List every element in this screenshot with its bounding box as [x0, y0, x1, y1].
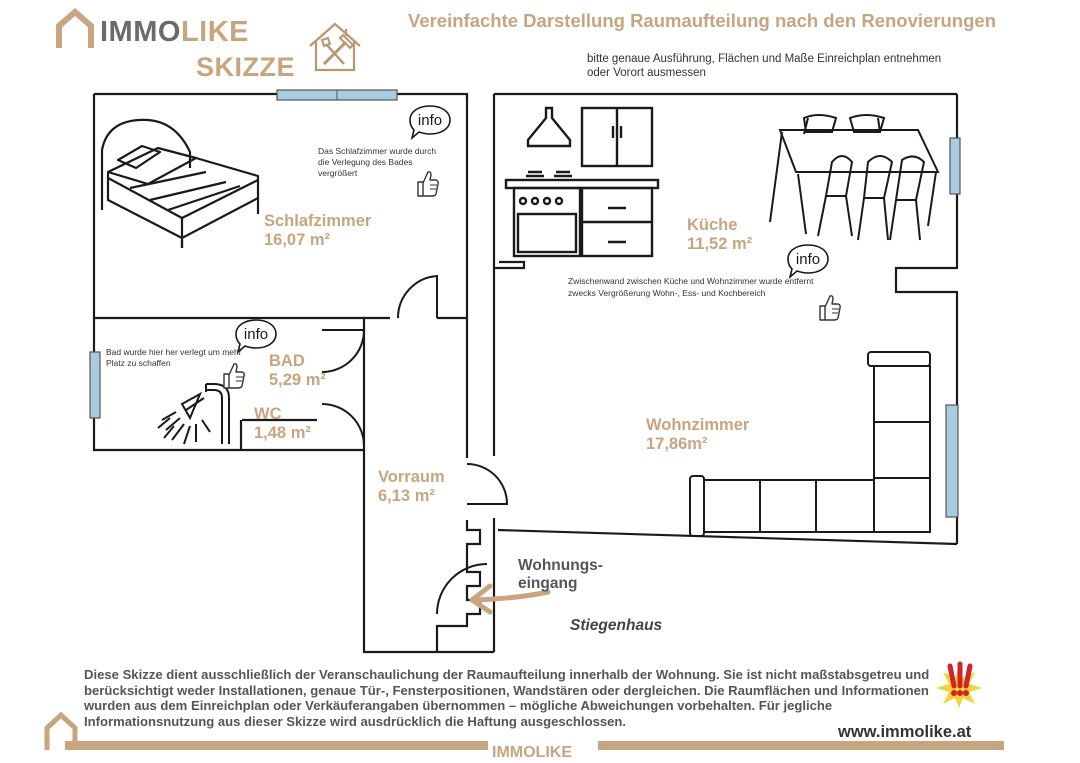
dining-table-icon: [769, 114, 940, 241]
window-living: [945, 404, 959, 518]
thumbs-up-icon: [223, 363, 245, 389]
warning-burst-icon: [936, 661, 982, 708]
shower-icon: [157, 383, 230, 445]
website-link[interactable]: www.immolike.at: [838, 723, 972, 741]
svg-text:info: info: [418, 112, 442, 129]
bed-icon: [100, 118, 260, 248]
logo-subtitle: SKIZZE: [196, 52, 296, 82]
info-note-kueche-1: Zwischenwand zwischen Küche und Wohnzimm…: [568, 276, 814, 286]
window-kitchen: [949, 137, 961, 195]
info-bubble-icon: info: [235, 319, 277, 354]
walls: [92, 92, 959, 654]
disclaimer-text: Diese Skizze dient ausschließlich der Ve…: [84, 667, 930, 729]
info-bubble-icon: info: [787, 244, 829, 279]
windows: [89, 89, 961, 518]
entrance-label: Wohnungs-eingang: [518, 557, 603, 592]
entrance-arrow-icon: [469, 583, 551, 615]
page-title: Vereinfachte Darstellung Raumaufteilung …: [408, 10, 996, 31]
title-note: bitte genaue Ausführung, Flächen und Maß…: [587, 53, 942, 79]
logo-wordmark: IMMOLIKE: [100, 16, 249, 48]
info-note-schlafzimmer: Das Schlafzimmer wurde durch die Verlegu…: [318, 146, 437, 178]
house-logo-icon: [44, 711, 78, 750]
house-hammer-icon: [309, 22, 361, 72]
footer-brand: IMMOLIKE: [488, 741, 598, 763]
house-logo-icon: [56, 8, 94, 48]
info-bubble-icon: info: [409, 105, 451, 140]
svg-text:info: info: [244, 326, 268, 343]
info-note-kueche-2: zwecks Vergrößerung Wohn-, Ess- und Koch…: [568, 288, 766, 298]
sofa-icon: [689, 351, 931, 537]
svg-text:info: info: [796, 251, 820, 268]
doors: [321, 274, 509, 615]
stairwell-label: Stiegenhaus: [570, 617, 663, 634]
thumbs-up-icon: [417, 171, 439, 197]
info-note-bad: Bad wurde hier her verlegt um mehr Platz…: [106, 347, 242, 368]
thumbs-up-icon: [819, 295, 841, 321]
window-bath: [89, 351, 101, 419]
kitchen-icon: [504, 106, 660, 258]
